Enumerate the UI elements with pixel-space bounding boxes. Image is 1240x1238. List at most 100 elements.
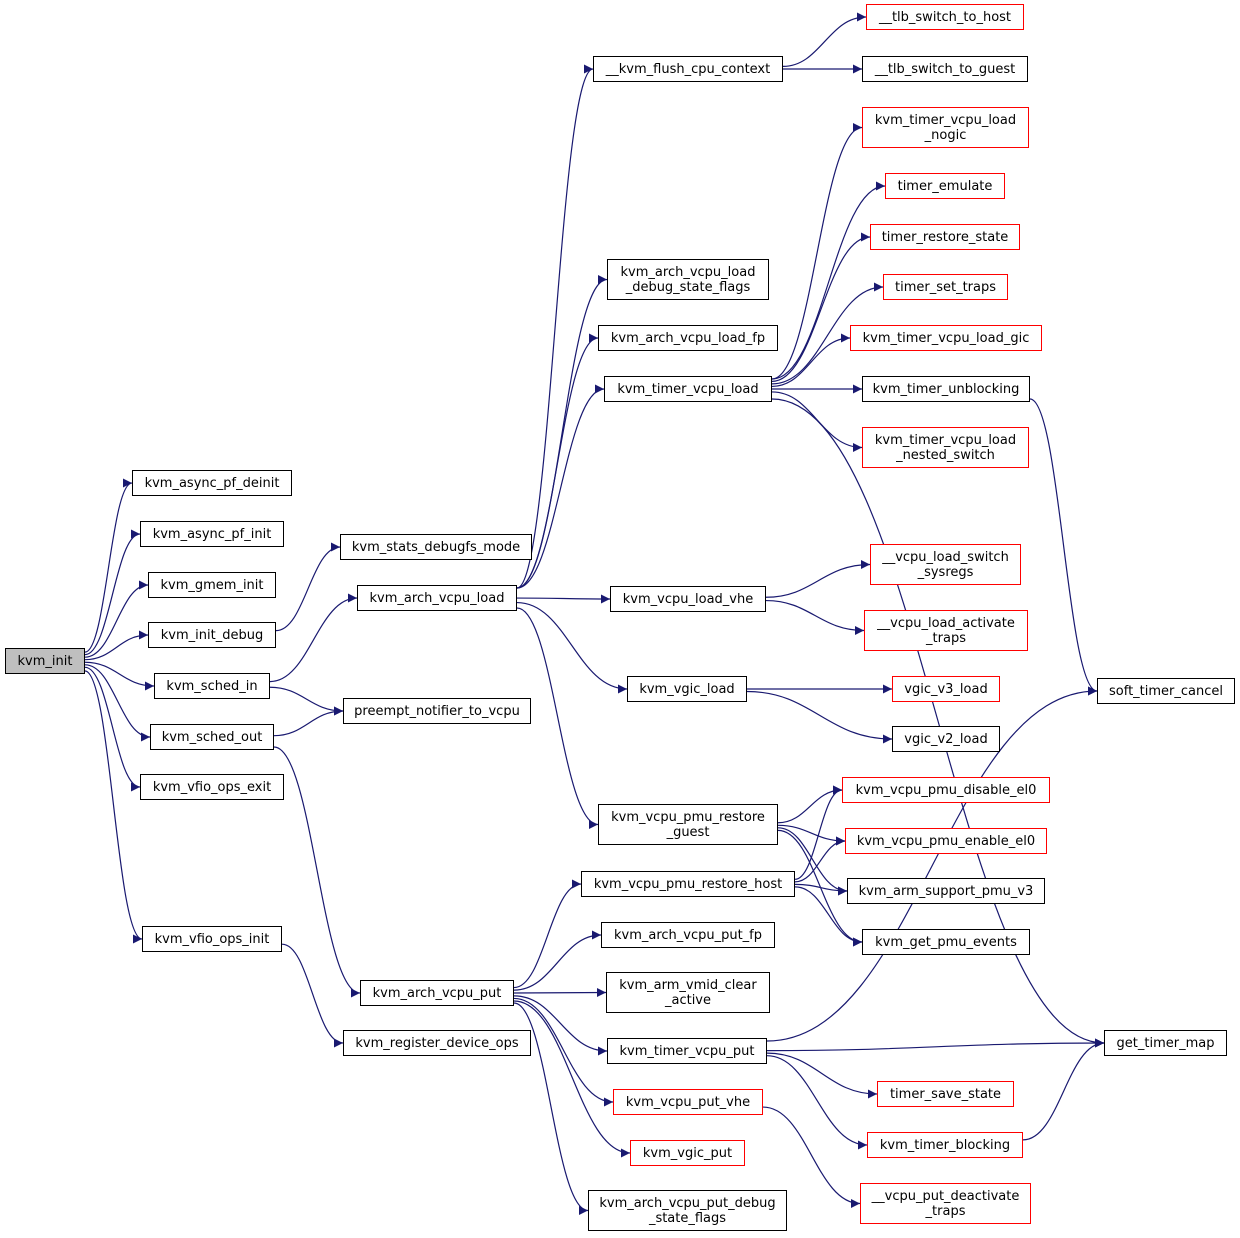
edge-kvm-vcpu-pmu-restore-guest-to-kvm-arm-support-pmu-v3 xyxy=(777,827,848,896)
node-kvm-arch-vcpu-put-fp[interactable]: kvm_arch_vcpu_put_fp xyxy=(601,922,775,948)
edge-kvm-vcpu-pmu-restore-guest-to-kvm-vcpu-pmu-disable-el0 xyxy=(777,785,843,824)
edge-kvm-timer-vcpu-load-to-timer-restore-state xyxy=(771,232,871,382)
node-vgic-v3-load[interactable]: vgic_v3_load xyxy=(892,676,1000,702)
edge-kvm-arch-vcpu-put-to-kvm-timer-vcpu-put xyxy=(513,995,608,1056)
node-kvm-sched-out[interactable]: kvm_sched_out xyxy=(150,724,274,750)
node-kvm-get-pmu-events[interactable]: kvm_get_pmu_events xyxy=(862,929,1030,955)
node-kvm-arch-vcpu-load[interactable]: kvm_arch_vcpu_load xyxy=(357,585,517,611)
node-label: kvm_timer_vcpu_load xyxy=(874,432,1017,448)
node-label: kvm_vcpu_pmu_restore_host xyxy=(593,876,783,892)
node-timer-restore-state[interactable]: timer_restore_state xyxy=(870,224,1020,250)
node-label: kvm_sched_out xyxy=(161,729,263,745)
edge-kvm-arch-vcpu-put-to-kvm-vcpu-put-vhe xyxy=(513,997,614,1107)
node-timer-save-state[interactable]: timer_save_state xyxy=(877,1081,1014,1107)
node-kvm-vfio-ops-init[interactable]: kvm_vfio_ops_init xyxy=(142,926,282,952)
node-label: kvm_register_device_ops xyxy=(355,1035,519,1051)
node-soft-timer-cancel[interactable]: soft_timer_cancel xyxy=(1097,678,1235,704)
node-kvm-gmem-init[interactable]: kvm_gmem_init xyxy=(148,572,276,598)
node-kvm-timer-vcpu-load-gic[interactable]: kvm_timer_vcpu_load_gic xyxy=(850,325,1042,351)
edge-kvm-timer-vcpu-load-to-timer-set-traps xyxy=(771,282,884,385)
node-kvm-vcpu-put-vhe[interactable]: kvm_vcpu_put_vhe xyxy=(613,1089,763,1115)
node-kvm-flush-cpu-context[interactable]: __kvm_flush_cpu_context xyxy=(593,56,783,82)
node-timer-set-traps[interactable]: timer_set_traps xyxy=(883,274,1008,300)
node-kvm-vcpu-pmu-disable-el0[interactable]: kvm_vcpu_pmu_disable_el0 xyxy=(842,777,1050,803)
node-label: _debug_state_flags xyxy=(625,279,751,295)
node-label: _traps xyxy=(926,630,966,646)
node-kvm-register-device-ops[interactable]: kvm_register_device_ops xyxy=(343,1030,531,1056)
edge-kvm-arch-vcpu-load-to-kvm-timer-vcpu-load xyxy=(516,384,605,589)
node-kvm-init-debug[interactable]: kvm_init_debug xyxy=(148,622,276,648)
edge-kvm-init-to-kvm-async-pf-init xyxy=(84,529,141,656)
node-kvm-init[interactable]: kvm_init xyxy=(5,648,85,674)
node-label: kvm_timer_unblocking xyxy=(872,381,1020,397)
node-kvm-arch-vcpu-put[interactable]: kvm_arch_vcpu_put xyxy=(360,980,514,1006)
node-kvm-arch-vcpu-put-debug-state-flags[interactable]: kvm_arch_vcpu_put_debug_state_flags xyxy=(588,1190,787,1231)
edge-kvm-timer-vcpu-load-to-kvm-timer-vcpu-load-gic xyxy=(771,333,851,388)
node-label: kvm_arm_vmid_clear xyxy=(619,977,757,993)
node-kvm-vcpu-pmu-restore-guest[interactable]: kvm_vcpu_pmu_restore_guest xyxy=(598,804,778,845)
node-label: kvm_gmem_init xyxy=(160,577,264,593)
node-kvm-arch-vcpu-load-debug-state-flags[interactable]: kvm_arch_vcpu_load_debug_state_flags xyxy=(607,259,769,300)
node-label: kvm_vfio_ops_exit xyxy=(152,779,272,795)
edge-kvm-init-to-kvm-init-debug xyxy=(84,630,149,661)
edge-kvm-arch-vcpu-put-to-kvm-vgic-put xyxy=(513,1000,631,1158)
node-vcpu-put-deactivate-traps[interactable]: __vcpu_put_deactivate_traps xyxy=(860,1183,1031,1224)
node-label: timer_emulate xyxy=(897,178,993,194)
node-label: kvm_vgic_load xyxy=(639,681,735,697)
node-vgic-v2-load[interactable]: vgic_v2_load xyxy=(892,726,1000,752)
node-kvm-async-pf-deinit[interactable]: kvm_async_pf_deinit xyxy=(132,470,292,496)
node-vcpu-load-activate-traps[interactable]: __vcpu_load_activate_traps xyxy=(864,610,1028,651)
node-kvm-timer-blocking[interactable]: kvm_timer_blocking xyxy=(867,1132,1023,1158)
node-kvm-arch-vcpu-load-fp[interactable]: kvm_arch_vcpu_load_fp xyxy=(598,325,778,351)
node-kvm-sched-in[interactable]: kvm_sched_in xyxy=(154,673,270,699)
node-label: kvm_init_debug xyxy=(160,627,264,643)
node-kvm-vgic-load[interactable]: kvm_vgic_load xyxy=(627,676,747,702)
node-kvm-timer-vcpu-load-nogic[interactable]: kvm_timer_vcpu_load_nogic xyxy=(862,107,1029,148)
node-kvm-async-pf-init[interactable]: kvm_async_pf_init xyxy=(140,521,284,547)
node-kvm-vcpu-load-vhe[interactable]: kvm_vcpu_load_vhe xyxy=(610,586,766,612)
node-label: kvm_arch_vcpu_put_fp xyxy=(613,927,763,943)
edge-kvm-timer-vcpu-load-to-timer-emulate xyxy=(771,181,886,380)
node-kvm-vcpu-pmu-restore-host[interactable]: kvm_vcpu_pmu_restore_host xyxy=(581,871,795,897)
node-kvm-stats-debugfs-mode[interactable]: kvm_stats_debugfs_mode xyxy=(340,534,532,560)
node-label: kvm_arm_support_pmu_v3 xyxy=(858,883,1034,899)
node-tlb-switch-to-host[interactable]: __tlb_switch_to_host xyxy=(866,4,1024,30)
node-label: kvm_arch_vcpu_load xyxy=(620,264,756,280)
node-kvm-vcpu-pmu-enable-el0[interactable]: kvm_vcpu_pmu_enable_el0 xyxy=(845,828,1047,854)
edge-kvm-timer-vcpu-put-to-soft-timer-cancel xyxy=(766,686,1098,1042)
node-kvm-timer-unblocking[interactable]: kvm_timer_unblocking xyxy=(862,376,1030,402)
node-get-timer-map[interactable]: get_timer_map xyxy=(1104,1030,1227,1056)
node-label: kvm_vcpu_pmu_restore xyxy=(611,809,765,825)
node-kvm-vgic-put[interactable]: kvm_vgic_put xyxy=(630,1140,745,1166)
node-kvm-arm-support-pmu-v3[interactable]: kvm_arm_support_pmu_v3 xyxy=(847,878,1045,904)
node-label: vgic_v3_load xyxy=(904,681,988,697)
node-label: __tlb_switch_to_guest xyxy=(874,61,1016,77)
node-label: kvm_vcpu_put_vhe xyxy=(625,1094,751,1110)
node-kvm-vfio-ops-exit[interactable]: kvm_vfio_ops_exit xyxy=(140,774,284,800)
edge-kvm-vcpu-pmu-restore-guest-to-kvm-get-pmu-events xyxy=(777,829,863,947)
edge-kvm-init-to-kvm-vfio-ops-exit xyxy=(84,666,141,792)
node-label: _traps xyxy=(925,1203,966,1219)
node-vcpu-load-switch-sysregs[interactable]: __vcpu_load_switch_sysregs xyxy=(870,544,1021,585)
node-label: _guest xyxy=(666,824,710,840)
node-label: _sysregs xyxy=(917,564,974,580)
node-label: _state_flags xyxy=(648,1210,727,1226)
node-kvm-arm-vmid-clear-active[interactable]: kvm_arm_vmid_clear_active xyxy=(606,972,770,1013)
node-label: preempt_notifier_to_vcpu xyxy=(354,703,520,719)
node-preempt-notifier-to-vcpu[interactable]: preempt_notifier_to_vcpu xyxy=(343,698,531,724)
edge-kvm-vcpu-pmu-restore-host-to-kvm-vcpu-pmu-disable-el0 xyxy=(794,785,843,880)
edge-kvm-init-debug-to-kvm-stats-debugfs-mode xyxy=(275,542,341,632)
node-kvm-timer-vcpu-put[interactable]: kvm_timer_vcpu_put xyxy=(607,1038,767,1064)
edge-kvm-sched-in-to-preempt-notifier-to-vcpu xyxy=(269,686,344,716)
node-tlb-switch-to-guest[interactable]: __tlb_switch_to_guest xyxy=(862,56,1028,82)
node-kvm-timer-vcpu-load-nested-switch[interactable]: kvm_timer_vcpu_load_nested_switch xyxy=(862,427,1029,468)
edge-kvm-init-to-kvm-gmem-init xyxy=(84,580,149,658)
node-kvm-timer-vcpu-load[interactable]: kvm_timer_vcpu_load xyxy=(604,376,772,402)
edge-kvm-arch-vcpu-put-to-kvm-arch-vcpu-put-debug-state-flags xyxy=(513,1002,589,1215)
node-label: kvm_async_pf_deinit xyxy=(144,475,280,491)
edge-kvm-vcpu-pmu-restore-host-to-kvm-vcpu-pmu-enable-el0 xyxy=(794,836,846,883)
node-label: __vcpu_load_switch xyxy=(882,549,1009,565)
node-label: kvm_timer_vcpu_put xyxy=(619,1043,755,1059)
node-timer-emulate[interactable]: timer_emulate xyxy=(885,173,1005,199)
